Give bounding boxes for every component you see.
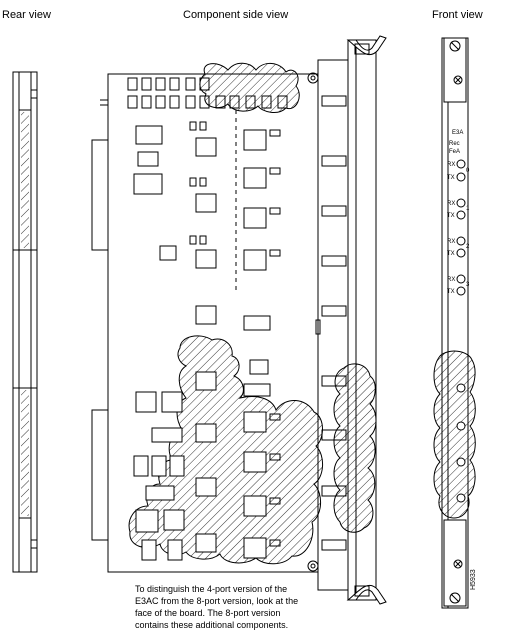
front-connectors <box>321 95 347 551</box>
port-number-3: 3 <box>466 282 470 288</box>
port-number-1: 1 <box>466 206 470 212</box>
lower-ic-array <box>133 359 281 561</box>
front-view-label: Front view <box>432 9 483 21</box>
rx-label-0: RX <box>447 162 455 168</box>
rear-view-label: Rear view <box>2 9 51 21</box>
front-port-jacks <box>456 159 466 296</box>
upper-ic-array <box>159 121 321 335</box>
caption-line: To distinguish the 4-port version of the <box>135 584 288 594</box>
rx-label-1: RX <box>447 201 455 207</box>
figure-id: H5933 <box>470 569 477 590</box>
rx-label-3: RX <box>447 277 455 283</box>
led-label-fea: FeA <box>449 149 460 155</box>
port-number-2: 2 <box>466 244 470 250</box>
component-side-board <box>91 35 387 605</box>
caption-line: E3AC from the 8-port version, look at th… <box>135 596 299 606</box>
tx-label-2: TX <box>447 251 455 257</box>
card-label: E3A <box>452 130 463 136</box>
tx-label-1: TX <box>447 213 455 219</box>
front-view-panel <box>433 37 476 609</box>
caption-line: contains these additional components. <box>135 620 289 630</box>
led-label-rec: Rec <box>449 141 460 147</box>
front-panel-labels: E3A Rec FeA RX TX 0 RX TX 1 RX TX 2 RX T… <box>447 130 470 295</box>
component-side-view-label: Component side view <box>183 9 289 21</box>
caption-line: face of the board. The 8-port version <box>135 608 281 618</box>
tx-label-3: TX <box>447 289 455 295</box>
rear-view-board <box>12 71 38 573</box>
caption: To distinguish the 4-port version of the… <box>135 583 335 631</box>
rx-label-2: RX <box>447 239 455 245</box>
port-number-0: 0 <box>466 168 470 174</box>
tx-label-0: TX <box>447 175 455 181</box>
